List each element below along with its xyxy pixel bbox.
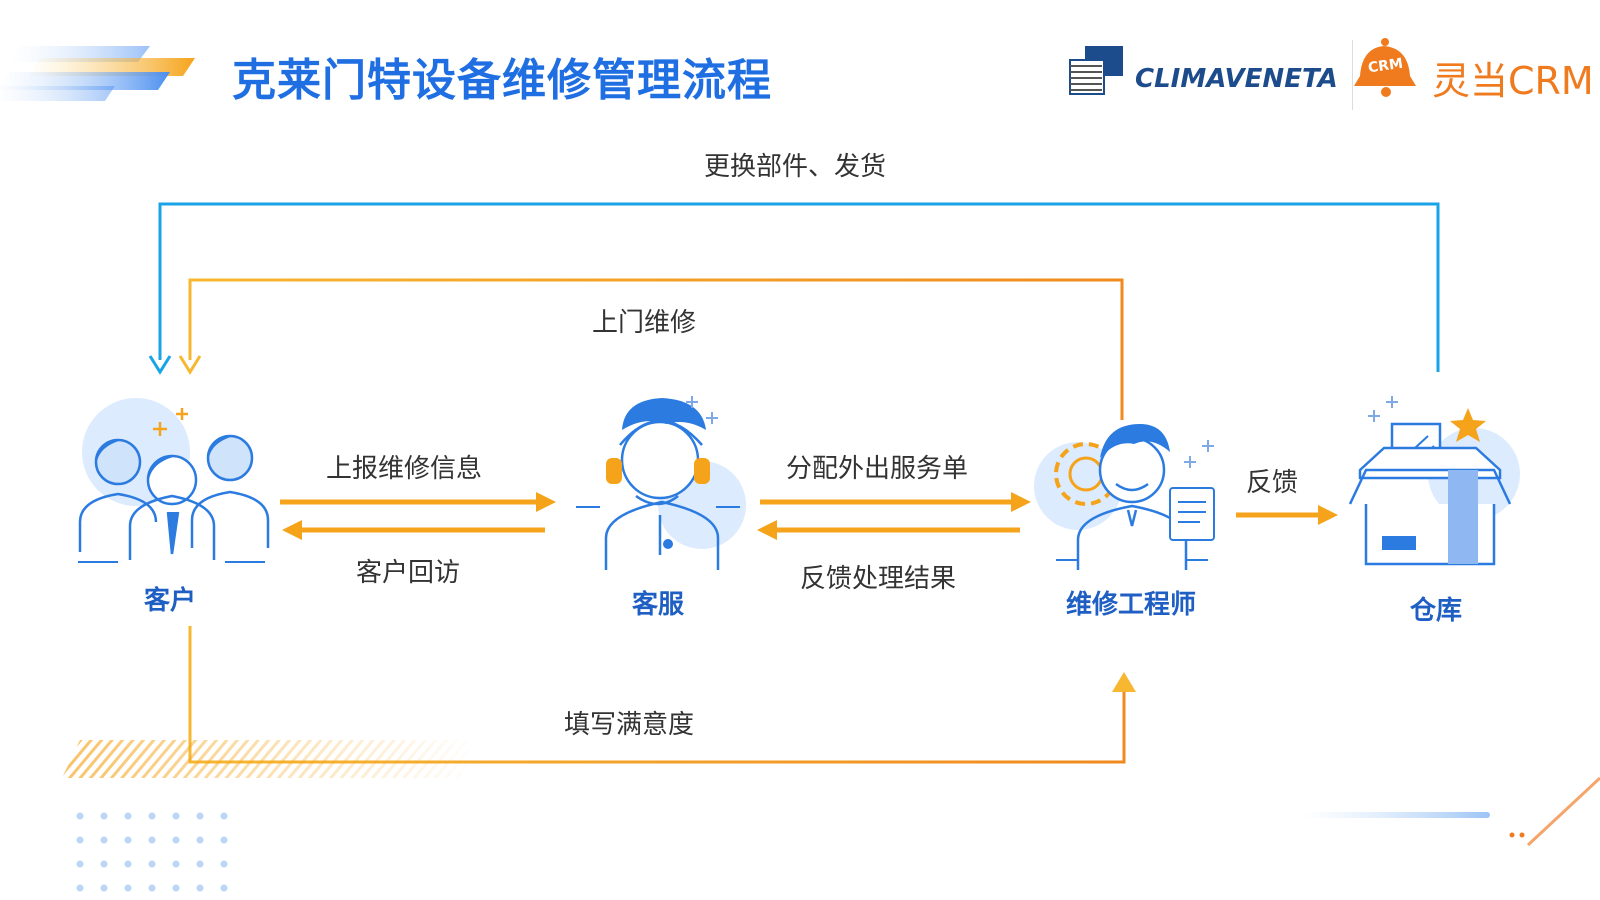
flow-line-replace-ship	[158, 202, 1440, 372]
flow-arrowhead-onsite-repair	[178, 355, 202, 375]
page-title: 克莱门特设备维修管理流程	[232, 55, 772, 106]
flow-arrowhead-feedback	[1318, 505, 1338, 525]
climaveneta-logo-mark	[1069, 46, 1123, 95]
flow-arrowhead-feedback-result	[757, 520, 777, 540]
flow-label-feedback-result: 反馈处理结果	[800, 564, 957, 594]
flow-arrowhead-replace-ship	[148, 355, 172, 375]
flow-arrowhead-customer-revisit	[282, 520, 302, 540]
flow-line-fill-satisfaction	[188, 626, 1126, 764]
hatch-decoration	[62, 740, 480, 778]
crm-bell-logo-mark	[1354, 38, 1416, 97]
crm-logo-text: 灵当CRM	[1432, 59, 1594, 103]
header-decoration	[0, 46, 195, 101]
flow-label-feedback: 反馈	[1246, 468, 1299, 498]
node-label-warehouse: 仓库	[1410, 596, 1463, 626]
flow-label-onsite-repair: 上门维修	[592, 308, 697, 338]
warehouse-box-icon	[1348, 396, 1520, 566]
flow-label-assign-order: 分配外出服务单	[786, 454, 969, 484]
flow-label-report-info: 上报维修信息	[326, 454, 483, 484]
flow-arrowhead-fill-satisfaction	[1112, 672, 1136, 692]
flow-label-replace-ship: 更换部件、发货	[704, 152, 887, 182]
flow-line-onsite-repair	[188, 278, 1124, 420]
bottom-right-decoration	[1090, 776, 1600, 847]
node-label-engineer: 维修工程师	[1066, 590, 1197, 620]
flow-arrowhead-report-info	[536, 492, 556, 512]
node-label-service: 客服	[632, 590, 685, 620]
dot-grid-decoration	[76, 812, 228, 892]
engineer-icon	[1034, 424, 1215, 570]
logo-divider	[1352, 40, 1353, 110]
flow-label-fill-satisfaction: 填写满意度	[564, 710, 695, 740]
flow-label-customer-revisit: 客户回访	[356, 558, 461, 588]
flow-arrowhead-assign-order	[1011, 492, 1031, 512]
climaveneta-logo-text: CLIMAVENETA	[1135, 64, 1338, 94]
node-label-customer: 客户	[144, 586, 197, 616]
customer-service-icon	[576, 396, 746, 570]
customer-group-icon	[78, 398, 270, 563]
